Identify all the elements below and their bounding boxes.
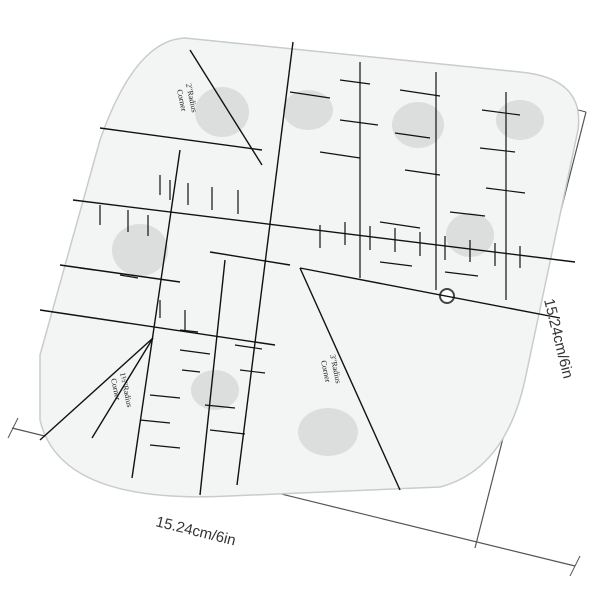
tick-mark (181, 369, 201, 373)
tick-mark (289, 91, 331, 99)
tick-mark (204, 404, 236, 409)
measurement-ticks (79, 62, 526, 449)
tick-mark (444, 271, 479, 277)
tick-mark (449, 211, 486, 217)
grip-dot (283, 90, 333, 130)
tick-mark (479, 147, 516, 153)
tick-mark (149, 444, 181, 449)
grid-line (72, 199, 576, 263)
grid-line (99, 127, 263, 151)
grip-dot (298, 408, 358, 456)
grid-line (236, 41, 294, 486)
width-dimension-tick-left (7, 417, 19, 439)
tick-mark (404, 169, 441, 176)
tick-mark (234, 344, 263, 350)
tick-mark (399, 89, 441, 97)
tick-mark (139, 419, 171, 424)
grid-line (299, 267, 561, 319)
grip-dot (496, 100, 544, 140)
grip-dot (191, 370, 239, 410)
grid-line (59, 264, 181, 283)
height-dimension-label: 15.24cm/6in (540, 297, 576, 380)
grip-dot (195, 87, 249, 137)
grid-line (199, 259, 226, 496)
grip-dot (446, 213, 494, 257)
corner-label-3in: 3"Radius Corner (319, 354, 343, 385)
grid-line (91, 337, 154, 439)
tick-mark (149, 394, 181, 399)
grid-line (39, 337, 154, 441)
tick-mark (79, 267, 96, 271)
ruler-body (39, 37, 580, 498)
ruler-lines (39, 41, 576, 496)
tick-mark (119, 274, 139, 279)
grid-line (189, 49, 263, 166)
grid-line (209, 251, 291, 266)
grip-dot (392, 102, 444, 148)
tick-mark (379, 261, 413, 267)
tick-mark (379, 221, 421, 229)
grip-dots (112, 87, 544, 456)
grid-line (39, 309, 276, 346)
tick-mark (209, 429, 246, 435)
grid-line (131, 149, 181, 479)
grip-dot (112, 224, 168, 276)
tick-mark (339, 79, 371, 85)
tick-mark (394, 132, 431, 139)
width-dimension-label: 15.24cm/6in (154, 513, 237, 549)
width-dimension-tick-right (569, 555, 581, 577)
tick-mark (239, 369, 266, 374)
tick-mark (319, 151, 361, 159)
tick-mark (179, 329, 199, 333)
grid-line (299, 267, 401, 491)
tick-mark (179, 349, 211, 355)
tick-mark (481, 109, 521, 116)
tick-mark (339, 119, 379, 126)
quilting-ruler: 2"Radius Corner 3"Radius Corner 1½"Radiu… (39, 37, 580, 498)
